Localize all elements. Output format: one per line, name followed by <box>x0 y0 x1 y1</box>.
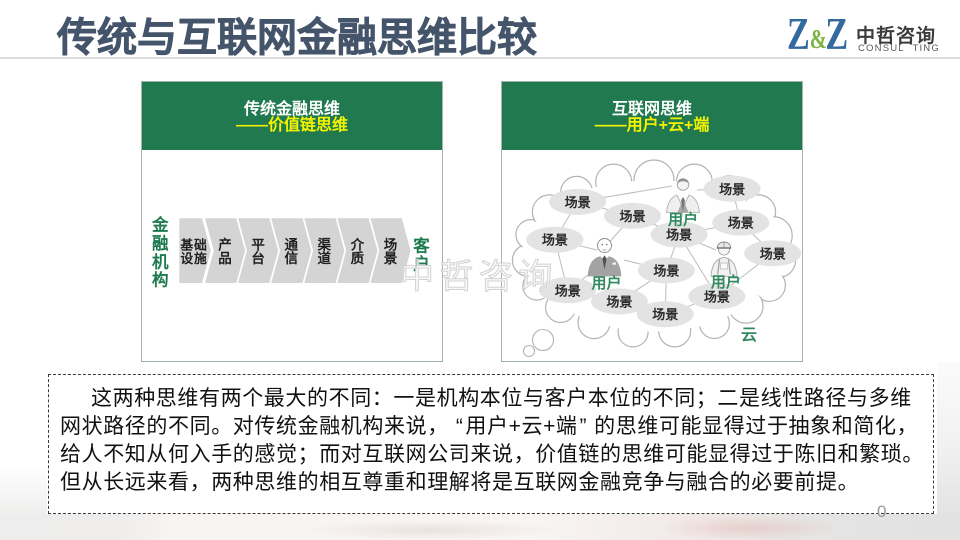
svg-text:设: 设 <box>180 251 193 266</box>
svg-text:质: 质 <box>351 250 365 266</box>
svg-text:客: 客 <box>412 236 430 256</box>
svg-text:场景: 场景 <box>619 209 645 224</box>
svg-text:景: 景 <box>384 251 398 266</box>
svg-text:场景: 场景 <box>542 233 568 248</box>
svg-text:场景: 场景 <box>565 195 591 210</box>
svg-text:道: 道 <box>318 250 332 266</box>
svg-text:金: 金 <box>151 215 169 235</box>
svg-text:产: 产 <box>218 237 232 253</box>
svg-text:云: 云 <box>741 327 757 344</box>
svg-text:场: 场 <box>384 238 398 253</box>
svg-text:信: 信 <box>284 250 298 266</box>
svg-text:场景: 场景 <box>704 289 730 304</box>
svg-text:用户: 用户 <box>711 273 741 291</box>
svg-text:户: 户 <box>413 254 430 274</box>
svg-text:场景: 场景 <box>719 182 745 197</box>
svg-text:场景: 场景 <box>666 228 692 243</box>
svg-text:基: 基 <box>179 238 193 253</box>
svg-text:渠: 渠 <box>317 237 332 253</box>
svg-text:用户: 用户 <box>591 274 621 292</box>
svg-text:场景: 场景 <box>606 294 632 309</box>
svg-text:通: 通 <box>284 238 298 253</box>
svg-text:机: 机 <box>152 251 169 271</box>
svg-text:场景: 场景 <box>555 283 581 298</box>
svg-text:场景: 场景 <box>652 307 678 322</box>
svg-text:构: 构 <box>152 270 169 290</box>
svg-text:场景: 场景 <box>653 263 679 278</box>
svg-text:融: 融 <box>152 234 169 253</box>
svg-text:场景: 场景 <box>760 246 786 261</box>
svg-text:台: 台 <box>251 250 264 266</box>
svg-text:平: 平 <box>251 238 265 253</box>
svg-text:础: 础 <box>194 238 207 253</box>
svg-text:场景: 场景 <box>728 216 754 231</box>
svg-text:施: 施 <box>194 251 207 266</box>
svg-text:品: 品 <box>218 251 232 266</box>
svg-text:介: 介 <box>350 238 365 253</box>
svg-text:用户: 用户 <box>668 210 698 228</box>
